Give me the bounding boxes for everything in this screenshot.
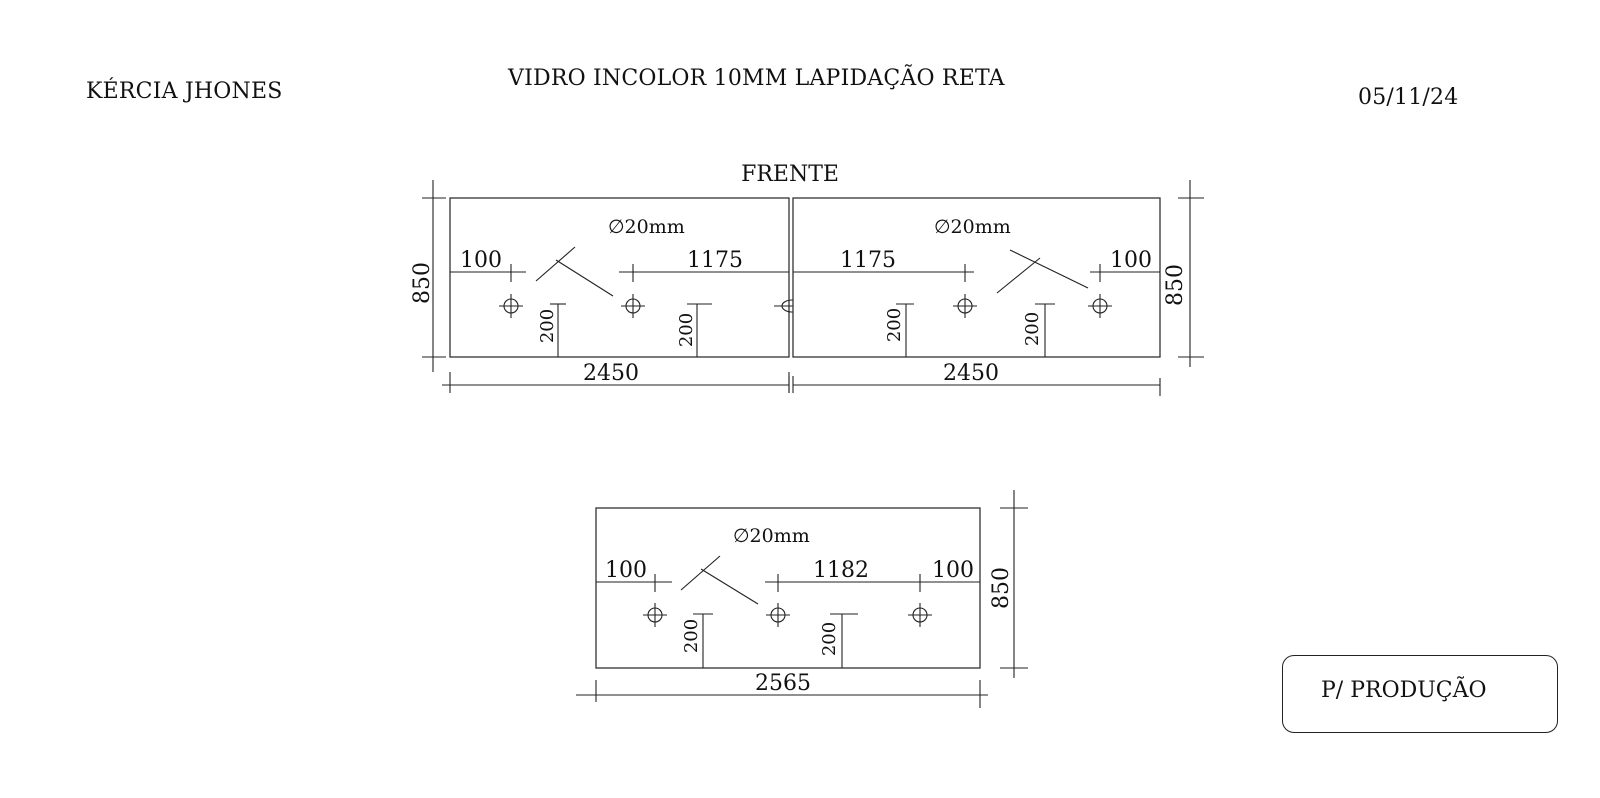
right-panel-hole-height-2: 200 [1022,312,1043,346]
right-panel-height-label: 850 [1163,264,1188,306]
left-panel-hole-height-1: 200 [537,309,558,343]
right-panel-hole-1 [953,294,977,318]
left-panel-hole-2 [621,294,645,318]
bottom-panel-hole-3 [908,603,932,627]
drawing-date: 05/11/24 [1358,85,1459,110]
bottom-panel-height-label: 850 [989,567,1014,609]
production-stamp: P/ PRODUÇÃO [1282,655,1558,733]
production-stamp-label: P/ PRODUÇÃO [1321,678,1487,703]
bottom-panel-hole-height-2: 200 [819,622,840,656]
left-panel-hole-height-2: 200 [676,313,697,347]
left-panel-hole-label: ∅20mm [608,216,685,238]
right-panel-edge-offset: 100 [1110,248,1152,273]
right-glass-panel: 850 2450 1175 100 ∅20mm 200 [792,180,1204,396]
bottom-panel-width-label: 2565 [755,671,811,696]
right-panel-hole-spacing: 1175 [840,248,896,273]
bottom-glass-panel: 850 2565 100 1182 100 ∅20mm [576,490,1028,708]
right-panel-hole-label: ∅20mm [934,216,1011,238]
bottom-panel-hole-spacing: 1182 [813,558,869,583]
right-panel-hole-2 [1088,294,1112,318]
bottom-panel-hole-2 [766,603,790,627]
bottom-panel-hole-label: ∅20mm [733,525,810,547]
left-panel-edge-offset: 100 [460,248,502,273]
bottom-panel-hole-height-1: 200 [681,619,702,653]
view-label-frente: FRENTE [741,162,839,187]
right-panel-hole-height-1: 200 [884,308,905,342]
left-panel-outline [449,197,790,358]
right-panel-width-label: 2450 [943,361,999,386]
bottom-panel-edge-offset-left: 100 [605,558,647,583]
bottom-panel-edge-offset-right: 100 [932,558,974,583]
left-glass-panel: 850 2450 100 1175 ∅20mm 200 [410,180,790,393]
left-panel-hole-spacing: 1175 [687,248,743,273]
left-panel-width-label: 2450 [583,361,639,386]
client-name: KÉRCIA JHONES [86,79,283,104]
left-panel-hole-1 [499,294,523,318]
drawing-title: VIDRO INCOLOR 10MM LAPIDAÇÃO RETA [508,66,1005,91]
left-panel-height-label: 850 [410,262,435,304]
bottom-panel-hole-1 [643,603,667,627]
bottom-panel-outline [595,507,981,669]
right-panel-outline [792,197,1161,358]
